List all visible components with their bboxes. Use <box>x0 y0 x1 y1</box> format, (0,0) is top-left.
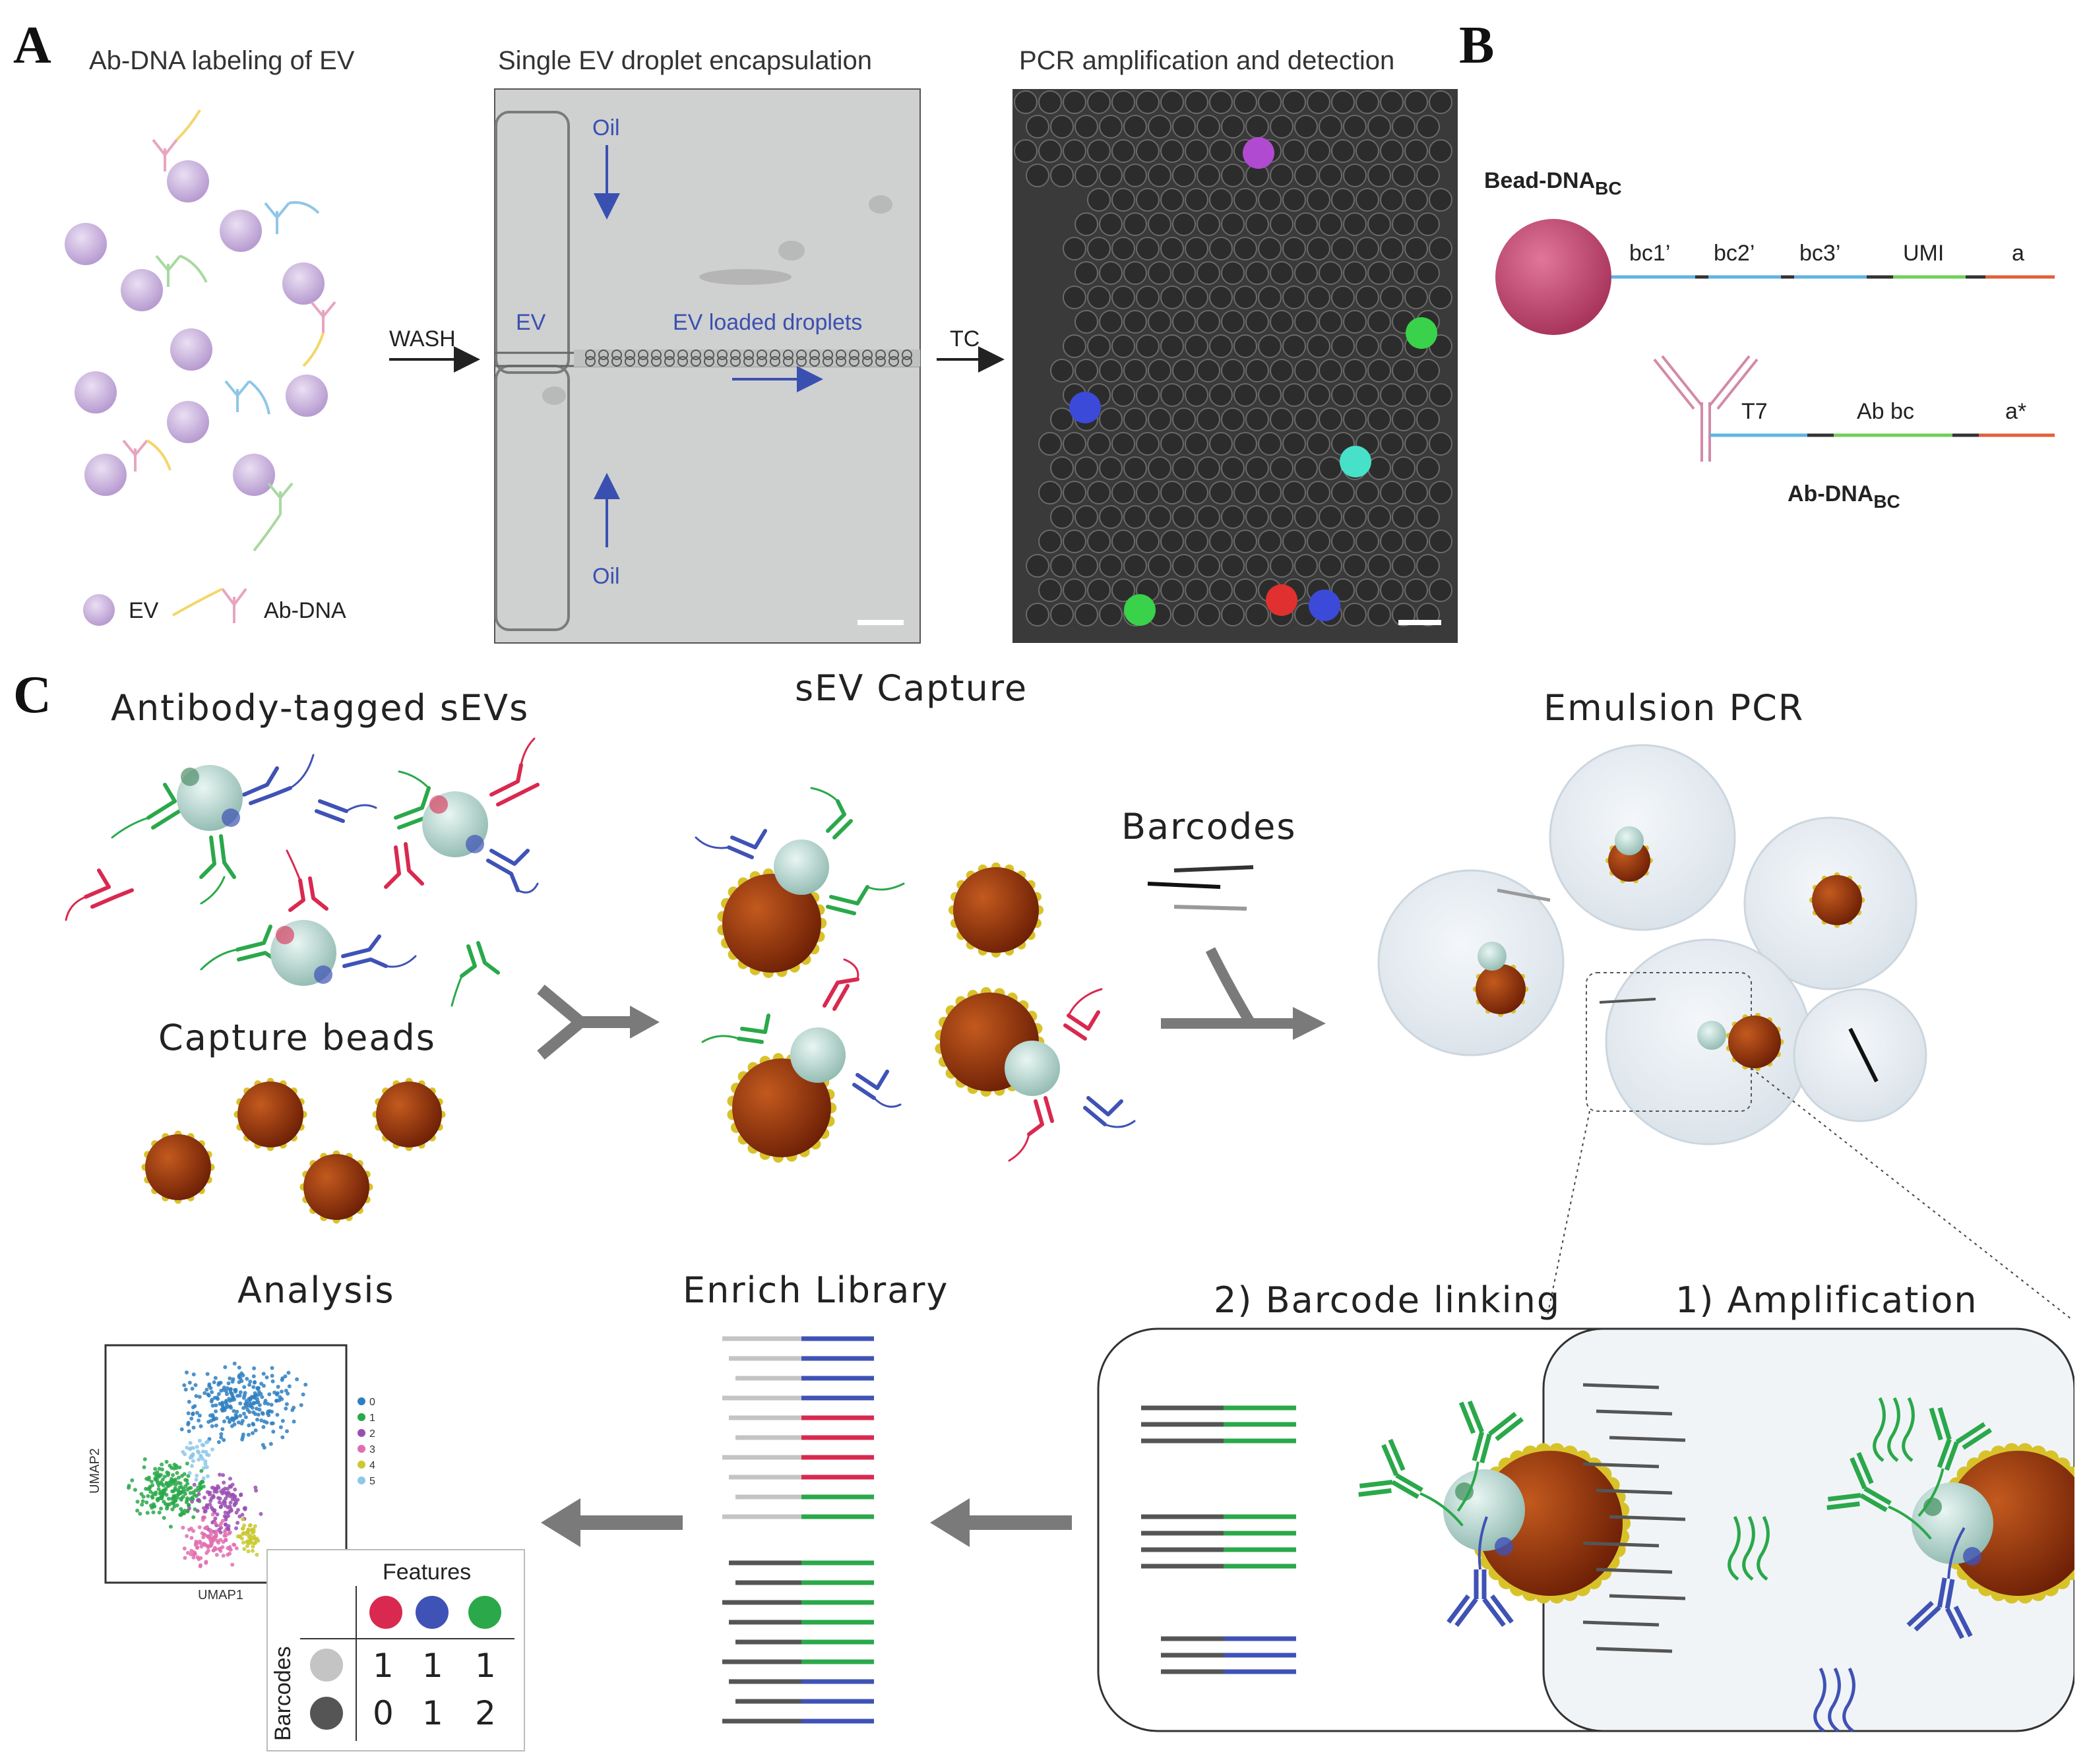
panel-a-title-pcr: PCR amplification and detection <box>1019 46 1394 75</box>
emulsion-droplets <box>1377 744 1927 1145</box>
panel-c-letter: C <box>13 666 51 724</box>
segment-umi: UMI <box>1903 241 1944 266</box>
umap-legend-dot <box>358 1476 365 1484</box>
segment-t7: T7 <box>1741 399 1768 424</box>
segment-a: a <box>2012 241 2024 266</box>
ev-particles <box>65 160 328 496</box>
legend-ev-icon <box>83 594 115 626</box>
panel-b-letter: B <box>1459 16 1494 75</box>
features-table: Features 1 1 1 0 1 2 Barcodes <box>266 1549 525 1751</box>
amplification-title: 1) Amplification <box>1675 1279 1978 1321</box>
features-header: Features <box>383 1560 471 1585</box>
ab-dna-label: Ab-DNABC <box>1788 481 1900 512</box>
umap-legend: 0 1 2 3 4 5 <box>358 1397 375 1487</box>
antibody-icon-b <box>1653 355 1759 462</box>
flow-arrow-enrich <box>930 1498 1072 1547</box>
antibody-tagged-title: Antibody-tagged sEVs <box>111 687 529 729</box>
umap-legend-dot <box>358 1461 365 1469</box>
row2-col1: 0 <box>373 1694 394 1732</box>
ev-channel-label: EV <box>516 310 546 335</box>
umap-plot: UMAP1 UMAP2 <box>88 1344 348 1602</box>
emulsion-pcr-title: Emulsion PCR <box>1543 687 1804 729</box>
analysis-title: Analysis <box>237 1269 395 1311</box>
segment-bc1: bc1’ <box>1629 241 1670 266</box>
droplet-image <box>1012 89 1458 643</box>
umap-legend-dot <box>358 1397 365 1405</box>
segment-ab-bc: Ab bc <box>1857 399 1914 424</box>
barcodes-label: Barcodes <box>1121 806 1297 847</box>
bead-dna-label: Bead-DNABC <box>1484 168 1622 198</box>
row1-col1: 1 <box>373 1647 394 1685</box>
panel-a-letter: A <box>13 16 51 75</box>
segment-bc3: bc3’ <box>1799 241 1840 266</box>
sev-capture-title: sEV Capture <box>795 667 1028 709</box>
capture-beads-left <box>141 1078 446 1224</box>
wash-label: WASH <box>389 326 456 351</box>
oil-bottom-label: Oil <box>592 564 620 589</box>
capture-beads-title: Capture beads <box>158 1017 436 1058</box>
barcode-dark-dot <box>310 1697 343 1730</box>
zoom-box <box>1097 1327 2087 1738</box>
barcode-linking-strands <box>1141 1405 1296 1674</box>
umap-legend-label: 1 <box>369 1413 375 1424</box>
umap-legend-dot <box>358 1413 365 1421</box>
umap-legend-dot <box>358 1429 365 1437</box>
umap-legend-label: 0 <box>369 1397 375 1408</box>
tc-label: TC <box>950 326 980 351</box>
umap-legend-label: 2 <box>369 1428 375 1440</box>
microfluidic-image <box>494 88 921 644</box>
segment-a-star: a* <box>2005 399 2026 424</box>
panel-a-title-labeling: Ab-DNA labeling of EV <box>89 46 355 75</box>
barcode-linking-title: 2) Barcode linking <box>1214 1279 1561 1321</box>
row1-col2: 1 <box>422 1647 443 1685</box>
row2-col3: 2 <box>475 1694 496 1732</box>
legend-abdna-icon <box>172 588 247 623</box>
umap-x-label: UMAP1 <box>198 1588 243 1602</box>
merge-arrow-2 <box>1161 947 1326 1040</box>
umap-y-label: UMAP2 <box>88 1448 102 1494</box>
enrich-library-strands <box>722 1336 874 1724</box>
sev-cluster-left <box>65 737 540 1007</box>
row2-col2: 1 <box>422 1694 443 1732</box>
feature-blue-dot <box>416 1596 449 1629</box>
feature-green-dot <box>468 1596 501 1629</box>
segment-bc2: bc2’ <box>1714 241 1755 266</box>
merge-arrow-1 <box>537 985 660 1060</box>
barcode-light-dot <box>310 1649 343 1682</box>
barcodes-icon <box>1147 865 1254 911</box>
amplification-strands <box>1582 1383 1915 1732</box>
umap-legend-label: 3 <box>369 1444 375 1455</box>
feature-red-dot <box>369 1596 402 1629</box>
flow-arrow-analysis <box>541 1498 683 1547</box>
oil-top-label: Oil <box>592 115 620 140</box>
umap-legend-dot <box>358 1445 365 1453</box>
sev-capture-group <box>695 787 1136 1163</box>
ab-dna-markers <box>122 109 336 552</box>
zoom-lines <box>1546 1068 2072 1320</box>
legend-abdna-label: Ab-DNA <box>264 598 346 623</box>
enrich-library-title: Enrich Library <box>683 1269 949 1311</box>
row1-col3: 1 <box>475 1647 496 1685</box>
umap-legend-label: 5 <box>369 1476 375 1487</box>
legend-ev-label: EV <box>129 598 159 623</box>
barcodes-axis-label: Barcodes <box>270 1646 296 1741</box>
panel-a-title-encapsulation: Single EV droplet encapsulation <box>498 46 872 75</box>
umap-legend-label: 4 <box>369 1460 375 1471</box>
bead-icon <box>1495 219 1611 335</box>
ev-loaded-label: EV loaded droplets <box>673 310 862 335</box>
